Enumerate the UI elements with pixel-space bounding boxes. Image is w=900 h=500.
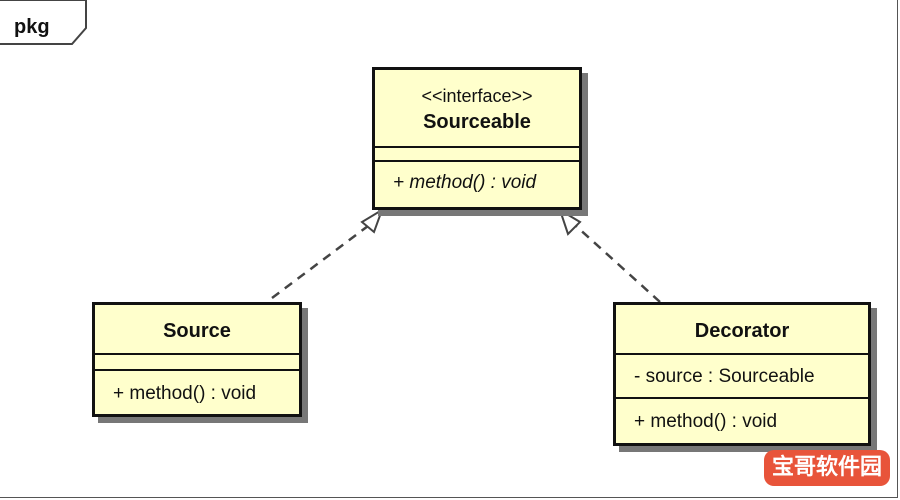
class-sourceable[interactable]: <<interface>> Sourceable + method() : vo…	[372, 67, 582, 210]
attribute-source: - source : Sourceable	[634, 366, 815, 387]
operation-method: + method() : void	[393, 172, 537, 193]
class-name: Source	[163, 320, 231, 342]
realization-line-decorator	[575, 225, 661, 303]
package-tab	[0, 0, 87, 45]
realization-line-source	[271, 225, 369, 299]
watermark-logo: 宝哥软件园	[763, 450, 890, 486]
class-source[interactable]: Source + method() : void	[92, 302, 302, 417]
stereotype-label: <<interface>>	[421, 86, 533, 106]
realization-arrowhead-source	[360, 207, 384, 234]
class-name: Decorator	[694, 320, 790, 342]
operation-method: + method() : void	[113, 383, 257, 404]
operation-method: + method() : void	[634, 411, 778, 432]
attributes-compartment	[375, 146, 579, 160]
class-decorator[interactable]: Decorator - source : Sourceable + method…	[613, 302, 871, 446]
package-label: pkg	[14, 16, 50, 38]
class-name: Sourceable	[423, 111, 531, 133]
attributes-compartment	[95, 353, 299, 369]
realization-arrowhead-decorator	[558, 207, 582, 236]
